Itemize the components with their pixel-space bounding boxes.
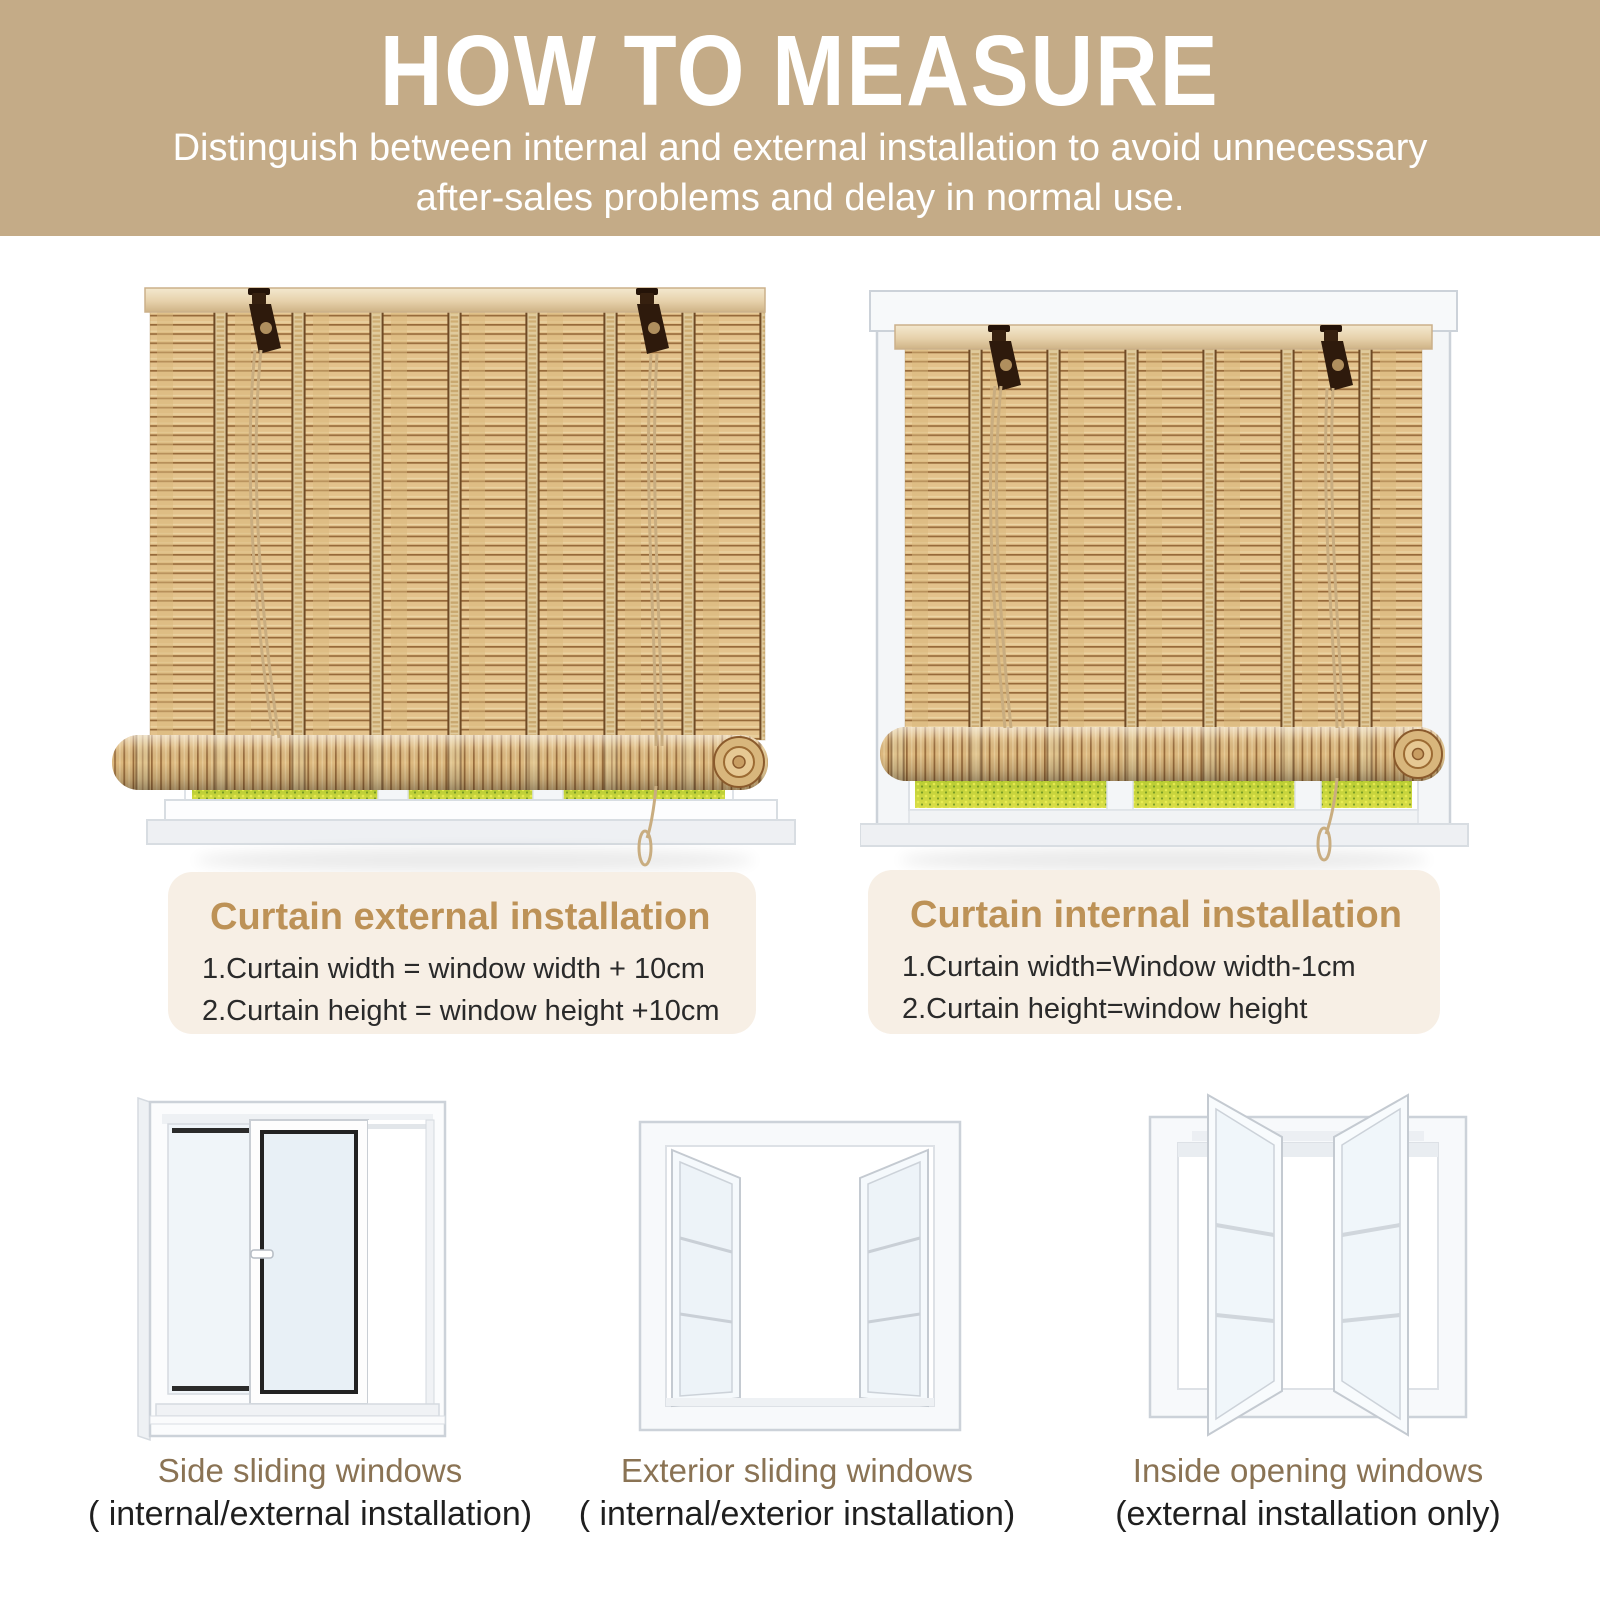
blind-roll [880,727,1445,781]
photo-shadow [195,848,755,872]
blind-roll [112,735,768,790]
info-box-line: 2.Curtain height=window height [902,993,1308,1025]
pull-cords [248,349,664,867]
left-sash [1207,1093,1283,1437]
bamboo-blind-body [905,349,1422,730]
external-installation-info-box: Curtain external installation 1.Curtain … [168,872,756,1034]
window-type-note: ( internal/external installation) [87,1495,533,1533]
photo-shadow [899,848,1429,872]
info-box-line: 1.Curtain width = window width + 10cm [202,953,705,985]
bamboo-blind-body [150,310,765,740]
info-box-line: 1.Curtain width=Window width-1cm [902,951,1356,983]
window-type-name: Exterior sliding windows [620,1452,974,1489]
blind-top-rail [894,324,1433,350]
right-sash [859,1148,929,1408]
page-title: HOW TO MEASURE [380,15,1220,127]
window-type-name: Inside opening windows [1132,1452,1484,1489]
window-handle [250,1249,274,1259]
info-box-title: Curtain external installation [210,896,711,938]
meadow-view [915,754,1412,811]
window-frame [869,290,1458,845]
caption-side-sliding-windows: Side sliding windows ( internal/external… [45,1452,575,1534]
mount-bracket-icon [988,325,1021,391]
exterior-sliding-window-illustration [638,1120,962,1432]
window-type-name: Side sliding windows [157,1452,463,1489]
info-box-line: 2.Curtain height = window height +10cm [202,995,720,1027]
window-behind-blind [146,707,796,845]
right-sash [1333,1093,1409,1437]
inside-opening-window-illustration [1148,1093,1468,1437]
mount-bracket-icon [636,288,669,354]
internal-installation-info-box: Curtain internal installation 1.Curtain … [868,870,1440,1034]
blind-top-rail [144,287,766,313]
header-subtitle-line2: after-sales problems and delay in normal… [415,176,1185,219]
side-sliding-window-illustration [137,1096,447,1442]
pull-cords [988,385,1345,862]
mount-bracket-icon [248,288,281,354]
window-type-note: (external installation only) [1115,1495,1501,1533]
internal-installation-photo [860,290,1469,872]
caption-inside-opening-windows: Inside opening windows (external install… [1048,1452,1568,1534]
window-type-note: ( internal/exterior installation) [578,1495,1016,1533]
header-subtitle-line1: Distinguish between internal and externa… [172,127,1428,169]
left-sash [671,1148,741,1408]
info-box-title: Curtain internal installation [910,894,1402,936]
mount-bracket-icon [1320,325,1353,391]
external-installation-photo [112,287,796,872]
window-sill [860,809,1469,847]
caption-exterior-sliding-windows: Exterior sliding windows ( internal/exte… [537,1452,1057,1534]
header-banner: HOW TO MEASURE Distinguish between inter… [0,0,1600,236]
